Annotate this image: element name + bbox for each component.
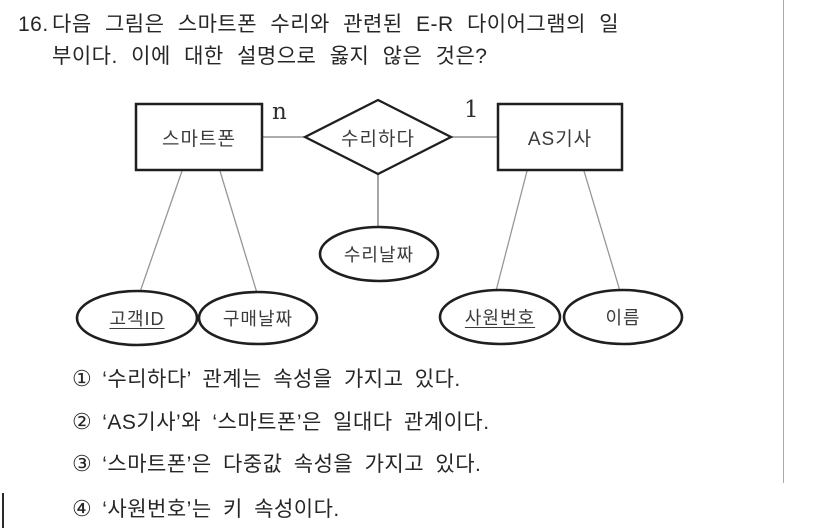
edge-astechnician-name xyxy=(583,170,621,292)
question-number: 16. xyxy=(18,13,49,36)
question-text-line2: 부이다. 이에 대한 설명으로 옳지 않은 것은? xyxy=(52,45,488,68)
option-1-marker: ① xyxy=(72,366,93,391)
scan-column-separator-line xyxy=(783,0,784,483)
option-3-marker: ③ xyxy=(72,451,93,476)
attribute-name-ellipse xyxy=(562,288,684,346)
cardinality-1-label: 1 xyxy=(464,97,479,123)
option-4-marker: ④ xyxy=(72,496,93,521)
option-4: ④ ‘사원번호’는 키 속성이다. xyxy=(72,496,340,522)
scan-page-edge-line xyxy=(2,493,4,528)
option-1-text: ‘수리하다’ 관계는 속성을 가지고 있다. xyxy=(102,368,461,391)
entity-astechnician-label: AS기사 xyxy=(527,128,593,150)
attribute-name-label: 이름 xyxy=(605,308,641,328)
cardinality-n-label: n xyxy=(272,99,287,125)
attribute-purchasedate-ellipse xyxy=(197,290,319,346)
entity-smartphone-box xyxy=(134,102,264,172)
relationship-label: 수리하다 xyxy=(341,128,415,150)
option-2-marker: ② xyxy=(72,409,93,434)
attribute-customerid-ellipse xyxy=(75,289,199,347)
attribute-customerid-label: 고객ID xyxy=(109,309,165,329)
attribute-repairdate-label: 수리날짜 xyxy=(343,245,415,265)
option-1: ① ‘수리하다’ 관계는 속성을 가지고 있다. xyxy=(72,366,461,392)
edge-smartphone-customerid xyxy=(139,170,183,293)
relationship-diamond xyxy=(302,98,454,176)
option-2-text: ‘AS기사’와 ‘스마트폰’은 일대다 관계이다. xyxy=(102,411,490,434)
option-2: ② ‘AS기사’와 ‘스마트폰’은 일대다 관계이다. xyxy=(72,409,490,435)
attribute-employeeno-label: 사원번호 xyxy=(464,308,536,328)
question-text-line1: 다음 그림은 스마트폰 수리와 관련된 E-R 다이어그램의 일 xyxy=(52,13,620,36)
option-3: ③ ‘스마트폰’은 다중값 속성을 가지고 있다. xyxy=(72,451,481,477)
option-4-text: ‘사원번호’는 키 속성이다. xyxy=(102,498,340,521)
edge-astechnician-employeeno xyxy=(495,170,528,292)
attribute-purchasedate-label: 구매날짜 xyxy=(222,309,294,329)
option-3-text: ‘스마트폰’은 다중값 속성을 가지고 있다. xyxy=(102,453,482,476)
attribute-employeeno-ellipse xyxy=(438,288,562,346)
edge-smartphone-purchasedate xyxy=(219,170,258,294)
entity-astechnician-box xyxy=(496,102,624,172)
attribute-repairdate-ellipse xyxy=(318,225,440,283)
entity-smartphone-label: 스마트폰 xyxy=(162,128,236,150)
